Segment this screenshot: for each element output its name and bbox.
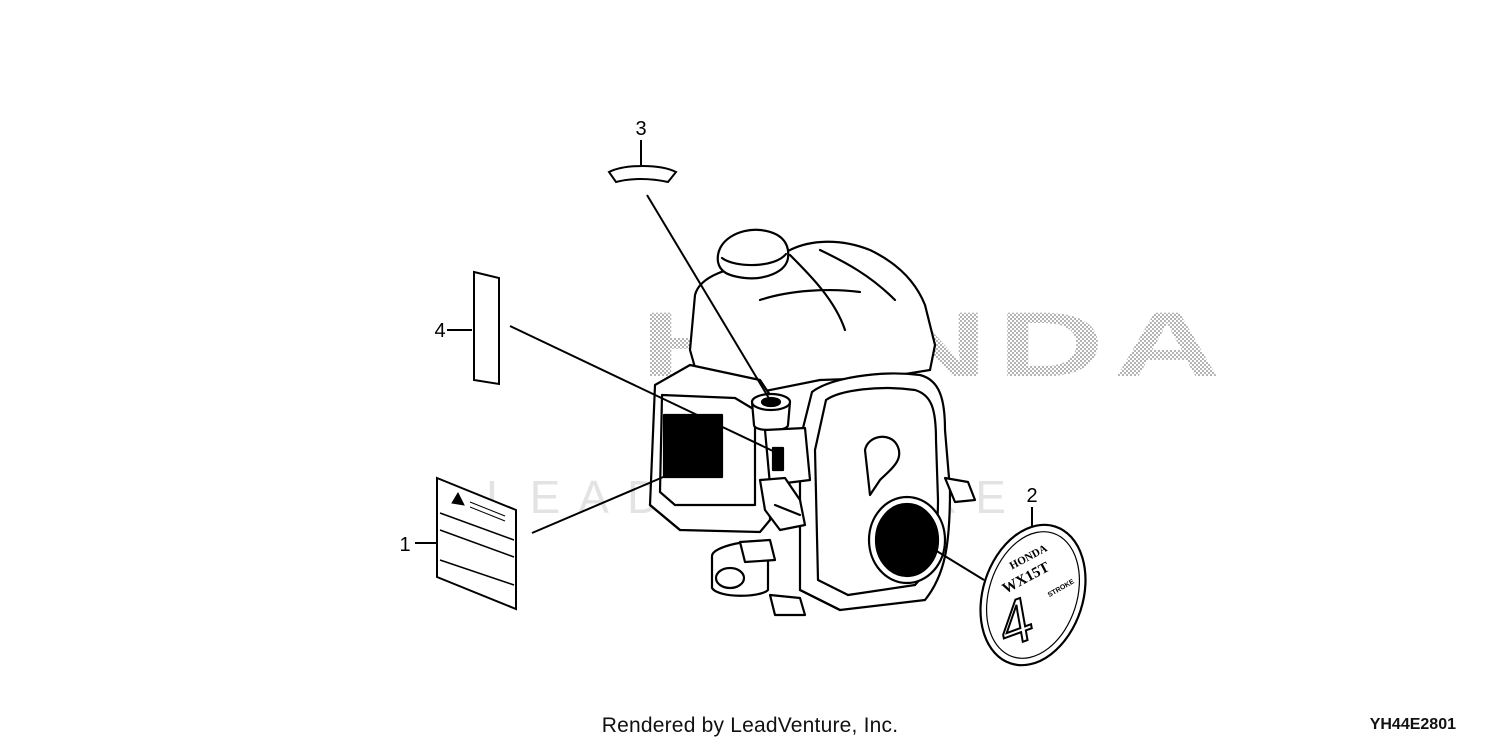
leader-line-2: [934, 549, 985, 581]
drawing-number: YH44E2801: [1369, 716, 1456, 733]
leader-line-4: [509, 325, 776, 453]
part-4-label: [473, 270, 500, 386]
rendered-by-credit: Rendered by LeadVenture, Inc.: [601, 714, 899, 737]
leader-line-1: [531, 474, 669, 534]
part-2-emblem: HONDA WX15T 4 STROKE: [979, 523, 1087, 667]
callout-number-4: 4: [434, 320, 445, 342]
leader-lines: [415, 140, 1033, 581]
engine-illustration: [648, 228, 977, 617]
part-3-label: [607, 165, 678, 184]
callout-number-3: 3: [635, 118, 646, 140]
leader-line-3: [646, 194, 771, 401]
part-1-caution-label: [436, 476, 517, 611]
callout-number-2: 2: [1026, 485, 1037, 507]
callout-number-1: 1: [399, 534, 410, 556]
